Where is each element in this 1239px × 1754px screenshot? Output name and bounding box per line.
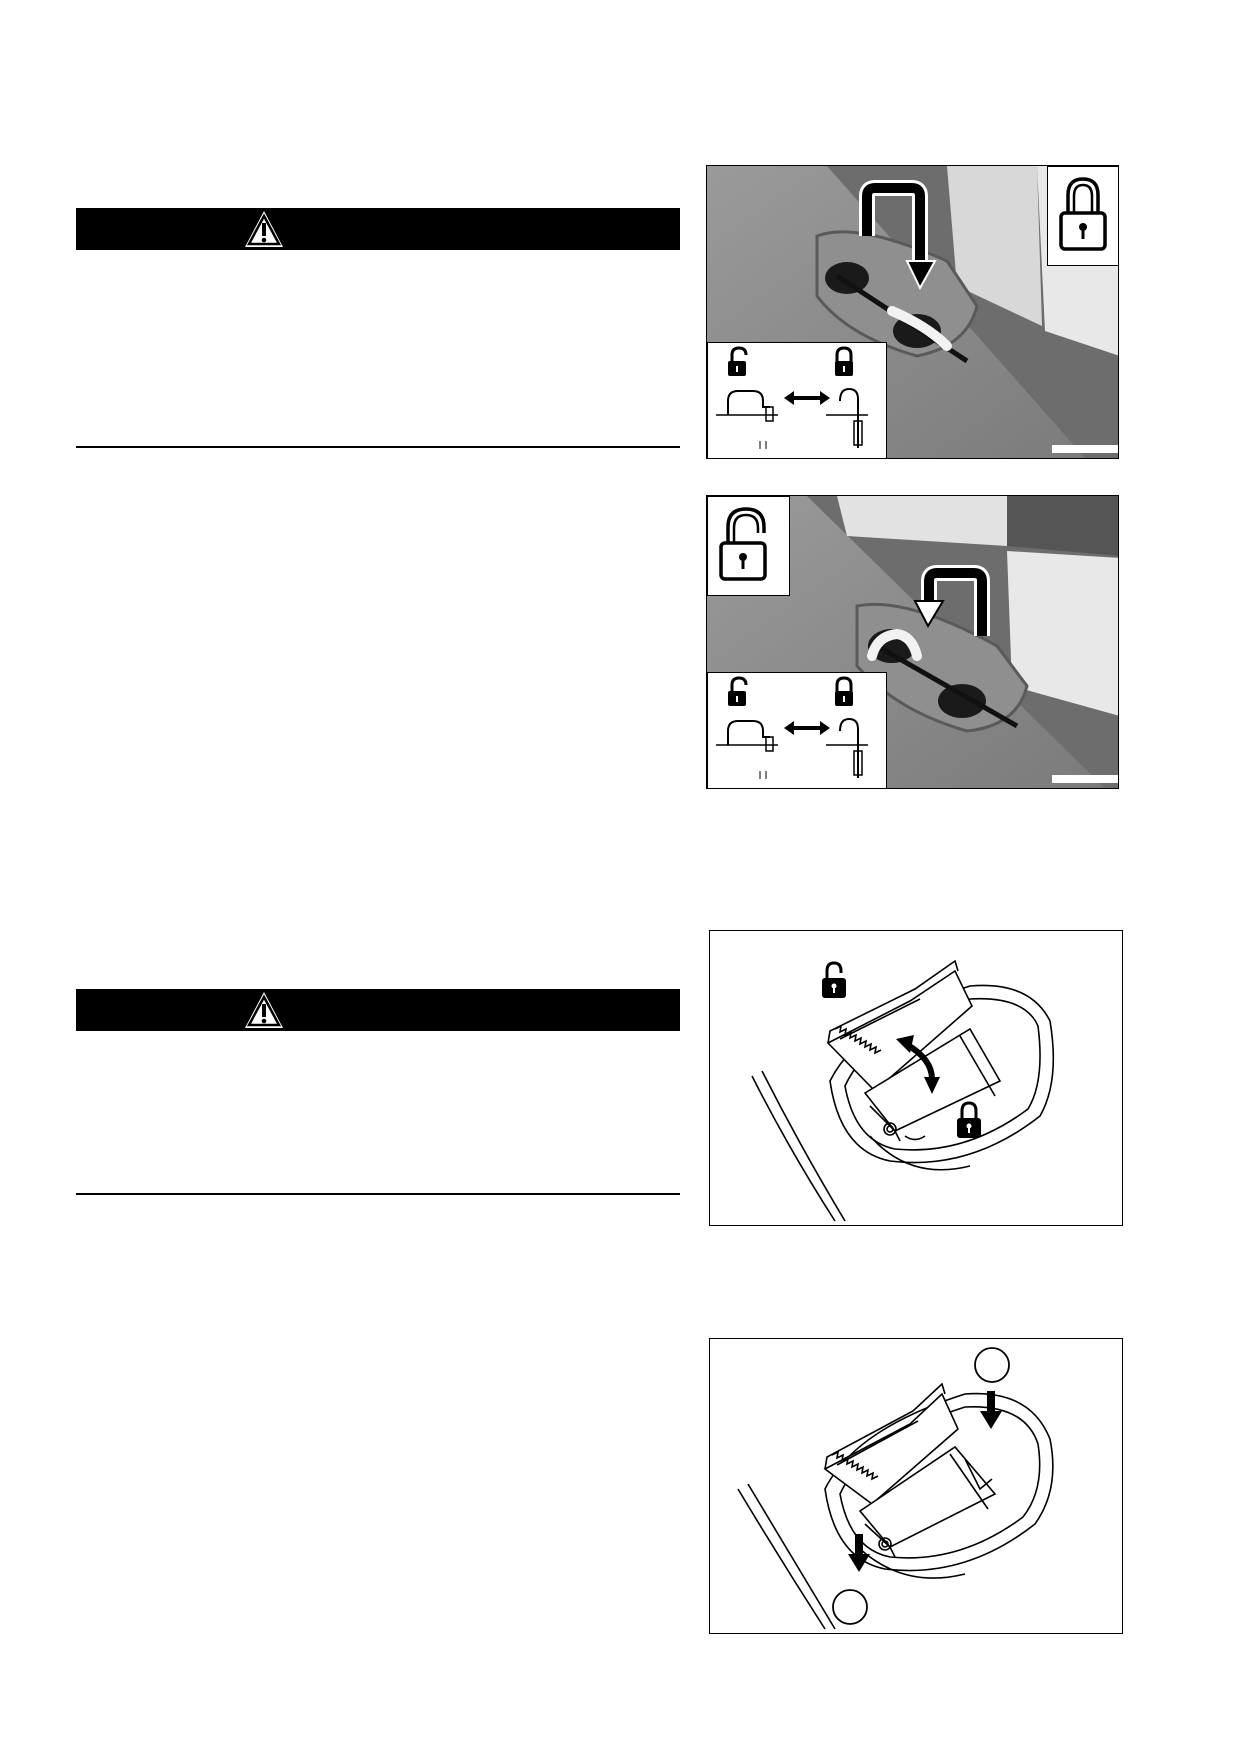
lock-status-badge [707,496,790,596]
double-arrow-icon [784,391,830,405]
curved-double-arrow-icon [896,1035,940,1094]
scale-bar [1052,775,1118,783]
padlock-locked-icon [957,1101,981,1138]
section-divider [76,1193,680,1195]
lock-status-badge [1047,166,1118,266]
down-arrow-icon [848,1534,870,1572]
warning-banner [76,989,680,1031]
lock-schematic-inset [707,672,887,788]
down-arrow-icon [980,1391,1002,1429]
callout-circle-icon [832,1589,868,1625]
padlock-locked-icon [835,676,853,706]
padlock-locked-icon [835,346,853,376]
figure-latch-unlocked-photo [706,495,1119,789]
padlock-unlocked-icon [728,676,748,706]
warning-banner [76,208,680,250]
double-arrow-icon [784,721,830,735]
padlock-locked-icon [1059,177,1107,251]
padlock-unlocked-icon [728,346,748,376]
lock-schematic-inset [707,342,887,458]
warning-triangle-icon [245,211,283,247]
figure-latch-locked-photo [706,165,1119,459]
padlock-unlocked-icon [719,507,767,581]
figure-pedal-callout-drawing [709,1338,1123,1634]
figure-pedal-lock-drawing [709,930,1123,1226]
pedal-line-drawing [751,959,1055,1222]
warning-triangle-icon [245,992,283,1028]
section-divider [76,446,680,448]
pedal-line-drawing [737,1347,1054,1630]
padlock-unlocked-icon [822,961,846,998]
callout-circle-icon [974,1347,1010,1383]
scale-bar [1052,445,1118,453]
